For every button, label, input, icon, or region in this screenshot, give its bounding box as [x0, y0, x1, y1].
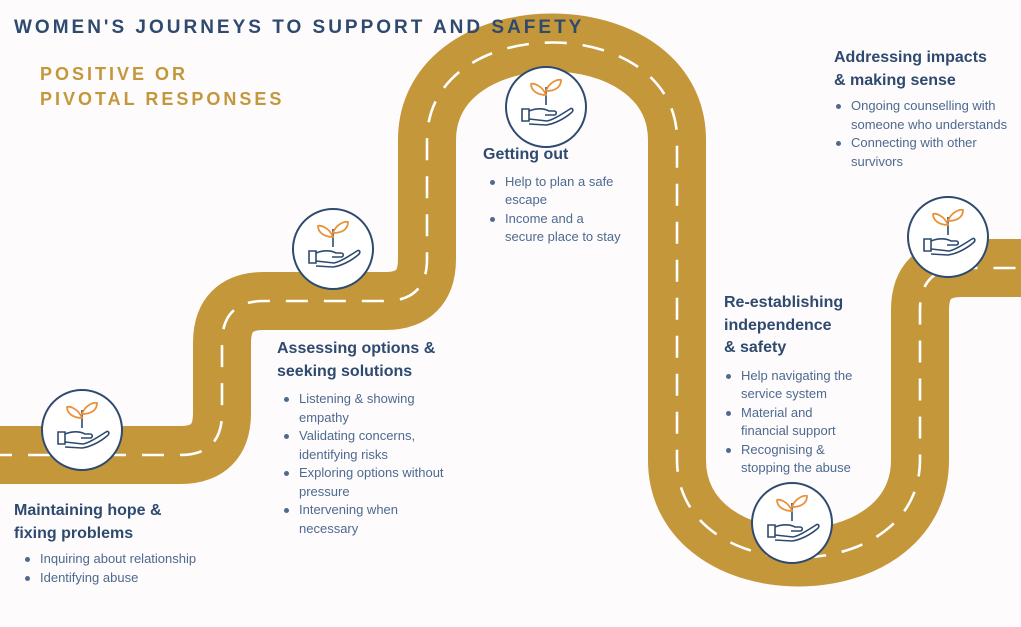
heading-line: & safety: [724, 339, 787, 356]
bullet-line: Ongoing counselling with: [851, 98, 996, 113]
heading-line: Assessing options &: [277, 340, 436, 357]
bullet-list: Help to plan a safe escape Income and a se…: [483, 173, 621, 247]
heading-line: Re-establishing: [724, 294, 844, 311]
heading-line: Getting out: [483, 146, 569, 163]
bullet-line: empathy: [299, 409, 349, 425]
bullet-line: financial support: [741, 423, 836, 438]
bullet-item: Recognising & stopping the abuse: [725, 441, 852, 478]
stage-assessing-options: Assessing options & seeking solutions Li…: [277, 338, 444, 538]
bullet-line: Help navigating the: [741, 367, 853, 383]
bullet-line: Help to plan a safe: [505, 173, 614, 189]
bullet-line: someone who understands: [851, 116, 1008, 132]
heading-line: & making sense: [834, 71, 956, 89]
bullet-item: Ongoing counselling with someone who unde…: [835, 97, 1008, 134]
bullet-item: Exploring options without pressure: [284, 464, 444, 501]
stage-heading: Addressing impacts & making sense: [834, 47, 1007, 92]
heading-line: Addressing impacts: [834, 49, 987, 66]
bullet-line: Intervening when: [299, 502, 399, 517]
bullet-line: escape: [505, 192, 547, 207]
bullet-item: Help navigating the service system: [725, 367, 853, 404]
legend-label-line: POSITIVE OR: [40, 64, 189, 84]
bullet-item: Connecting with other survivors: [835, 134, 1007, 171]
bullet-line: Material and: [741, 404, 813, 420]
milestone-5: [907, 196, 989, 278]
bullet-line: Validating concerns,: [299, 428, 416, 443]
bullet-item: Help to plan a safe escape: [490, 173, 621, 210]
bullet-list: Listening & showing empathy Validating co…: [277, 390, 444, 538]
bullet-item: Validating concerns, identifying risks: [284, 427, 444, 464]
bullet-line: Connecting with other: [851, 135, 977, 150]
legend-label: POSITIVE OR PIVOTAL RESPONSES: [40, 62, 284, 112]
bullet-item: Identifying abuse: [24, 569, 196, 588]
heading-line: Maintaining hope &: [14, 502, 162, 519]
bullet-line: Inquiring about relationship: [40, 551, 197, 566]
bullet-line: pressure: [299, 483, 350, 499]
bullet-item: Listening & showing empathy: [284, 390, 444, 427]
bullet-line: identifying risks: [299, 446, 388, 462]
bullet-line: necessary: [299, 520, 359, 536]
stage-re-establishing: Re-establishing independence & safety He…: [724, 292, 852, 478]
bullet-item: Intervening when necessary: [284, 501, 444, 538]
heading-line: fixing problems: [14, 524, 134, 542]
bullet-item: Inquiring about relationship: [24, 550, 197, 569]
bullet-line: Exploring options without: [299, 465, 444, 480]
bullet-line: Listening & showing: [299, 391, 415, 406]
bullet-line: service system: [741, 386, 827, 401]
stage-maintaining-hope: Maintaining hope & fixing problems Inqui…: [14, 500, 196, 587]
bullet-list: Ongoing counselling with someone who unde…: [834, 97, 1007, 171]
heading-line: seeking solutions: [277, 362, 413, 380]
stage-getting-out: Getting out Help to plan a safe escape In…: [483, 144, 621, 247]
bullet-line: Identifying abuse: [40, 569, 139, 585]
milestone-2: [292, 208, 374, 290]
page-title: WOMEN'S JOURNEYS TO SUPPORT AND SAFETY: [14, 17, 585, 38]
bullet-line: Recognising &: [741, 441, 825, 457]
bullet-line: survivors: [851, 153, 904, 169]
stage-heading: Assessing options & seeking solutions: [277, 338, 444, 383]
milestone-1: [41, 389, 123, 471]
legend-label-line: PIVOTAL RESPONSES: [40, 89, 285, 109]
road-centre-line: [0, 41, 1021, 559]
stage-heading: Maintaining hope & fixing problems: [14, 500, 196, 545]
bullet-list: Inquiring about relationship Identifying…: [14, 550, 196, 587]
bullet-list: Help navigating the service system Materi…: [724, 367, 852, 478]
heading-line: independence: [724, 316, 832, 334]
bullet-line: secure place to stay: [505, 229, 621, 244]
milestone-3: [505, 66, 587, 148]
bullet-item: Income and a secure place to stay: [490, 210, 621, 247]
stage-heading: Re-establishing independence & safety: [724, 292, 852, 360]
bullet-item: Material and financial support: [725, 404, 852, 441]
bullet-line: Income and a: [505, 210, 584, 226]
milestone-4: [751, 482, 833, 564]
stage-heading: Getting out: [483, 144, 621, 167]
bullet-line: stopping the abuse: [741, 460, 851, 475]
stage-addressing-impacts: Addressing impacts & making sense Ongoin…: [834, 47, 1007, 171]
